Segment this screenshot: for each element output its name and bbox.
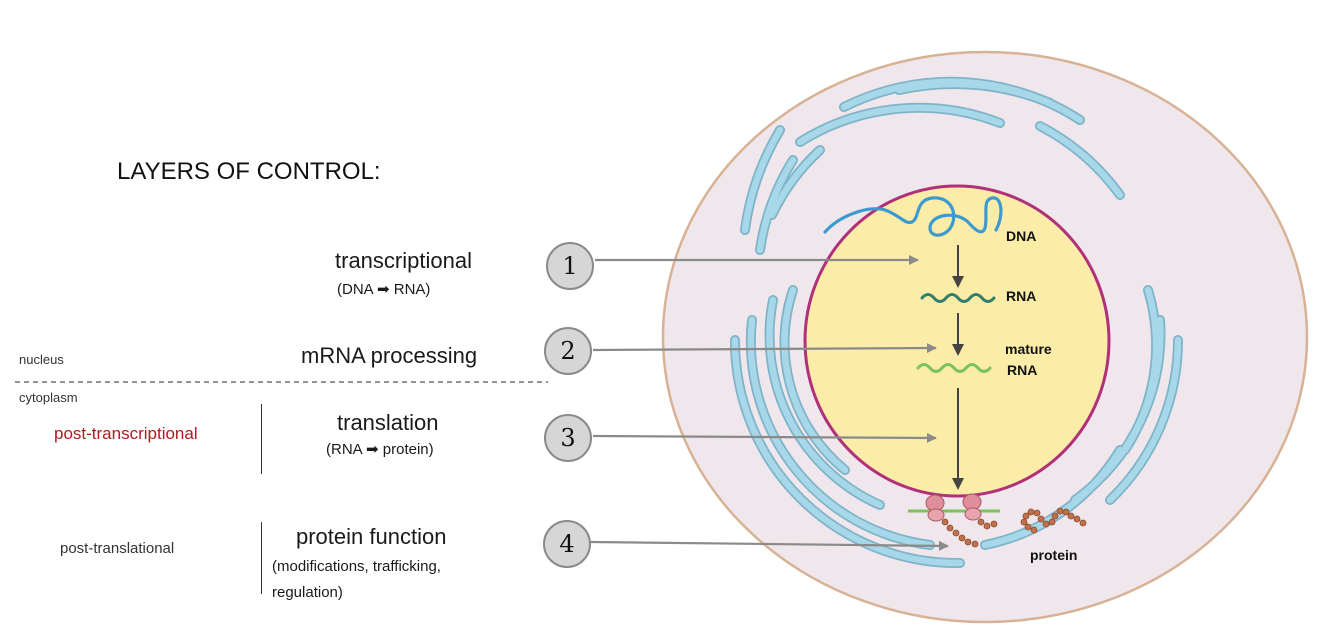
region-label-nucleus: nucleus [19, 352, 64, 367]
rna-strand [920, 293, 996, 303]
pointer-arrow-2 [592, 343, 937, 354]
level-1-detail-to: RNA) [393, 281, 431, 298]
nascent-peptide [941, 518, 998, 548]
level-3-detail-from: (RNA [326, 441, 362, 458]
level-3-name: translation [337, 410, 439, 435]
level-1-detail-from: (DNA [337, 281, 373, 298]
category-post-transcriptional: post-transcriptional [54, 424, 198, 443]
page-title: LAYERS OF CONTROL: [117, 158, 381, 185]
arrow-right-icon: ➡ [366, 441, 379, 458]
level-4-number-badge: 4 [543, 520, 591, 568]
cell-label-mature-rna: RNA [1007, 362, 1038, 378]
ribosome-1 [925, 494, 945, 522]
arrow-right-icon: ➡ [377, 281, 390, 298]
level-3-detail: (RNA ➡ protein) [326, 440, 434, 458]
level-3-detail-to: protein) [382, 441, 434, 458]
level-4-detail-line-2: regulation) [272, 584, 343, 601]
level-1-name: transcriptional [335, 248, 472, 273]
dna-strand [823, 196, 1003, 237]
ribosome-2 [962, 493, 982, 521]
level-4-name: protein function [296, 524, 447, 549]
region-label-cytoplasm: cytoplasm [19, 390, 78, 405]
level-4-detail-line-1: (modifications, trafficking, [272, 558, 441, 575]
level-1-number-badge: 1 [546, 242, 594, 290]
category-post-translational: post-translational [60, 540, 175, 557]
bracket-post-translational [261, 522, 262, 594]
folded-protein [1020, 507, 1087, 534]
cell-label-mature: mature [1005, 341, 1052, 357]
level-3-number-badge: 3 [544, 414, 592, 462]
level-2-number-badge: 2 [544, 327, 592, 375]
pointer-arrow-4 [590, 540, 949, 551]
bracket-post-transcriptional [261, 404, 262, 474]
cell-label-dna: DNA [1006, 228, 1037, 244]
level-1-detail: (DNA ➡ RNA) [337, 280, 430, 298]
pointer-arrow-3 [592, 432, 937, 443]
cell-label-protein: protein [1030, 547, 1078, 563]
level-2-name: mRNA processing [301, 343, 478, 368]
mature-rna-strand [916, 363, 992, 373]
cell-label-rna: RNA [1006, 288, 1037, 304]
